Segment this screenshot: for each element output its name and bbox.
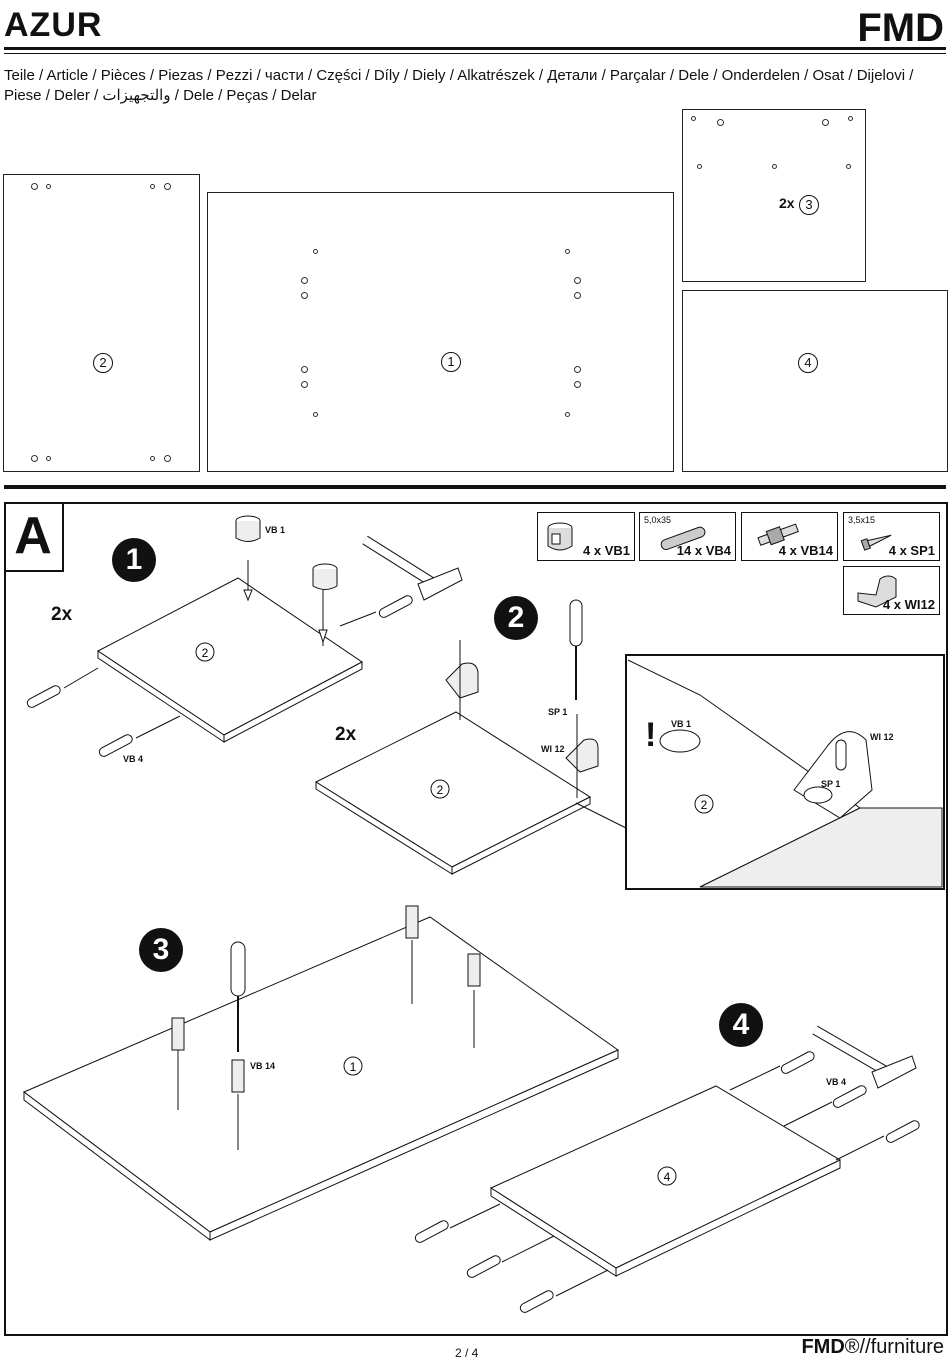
- part-3-qty: 2x: [779, 195, 795, 211]
- assembly-section: [4, 502, 948, 1336]
- detail-inset: 2: [625, 654, 945, 890]
- hole: [31, 455, 38, 462]
- hole: [31, 183, 38, 190]
- part-2-label: 2: [93, 353, 113, 373]
- footer-brand-rest: ®//furniture: [844, 1336, 944, 1358]
- part-3-label: 3: [799, 195, 819, 215]
- product-title: AZUR: [4, 6, 103, 44]
- step-2-badge: 2: [494, 596, 538, 640]
- hole: [574, 381, 581, 388]
- hole: [574, 277, 581, 284]
- parts-heading: Teile / Article / Pièces / Piezas / Pezz…: [4, 67, 914, 104]
- hole: [697, 164, 702, 169]
- svg-text:2: 2: [437, 783, 444, 797]
- hardware-wi12-qty: 4 x WI12: [882, 597, 935, 612]
- hole: [301, 277, 308, 284]
- hardware-vb1: 4 x VB1: [537, 512, 635, 561]
- step-1-badge: 1: [112, 538, 156, 582]
- step-3-badge: 3: [139, 928, 183, 972]
- hole: [46, 456, 51, 461]
- hole: [301, 381, 308, 388]
- cam-lock-icon: [547, 522, 573, 551]
- hole: [691, 116, 696, 121]
- section-divider: [4, 485, 946, 489]
- label-vb4-step4: VB 4: [826, 1077, 847, 1087]
- header-rule: [4, 47, 946, 50]
- footer-brand-bold: FMD: [801, 1336, 845, 1358]
- section-letter: A: [4, 502, 64, 572]
- part-2-panel: 2: [3, 174, 200, 472]
- angle-bracket-icon: [857, 575, 897, 608]
- hole: [46, 184, 51, 189]
- hardware-sp1-size: 3,5x15: [848, 515, 876, 525]
- header-rule-thin: [4, 53, 946, 54]
- cam-bolt-icon: [757, 523, 799, 546]
- hole: [822, 119, 829, 126]
- hole: [164, 183, 171, 190]
- hole: [717, 119, 724, 126]
- hardware-vb1-qty: 4 x VB1: [583, 543, 630, 558]
- svg-text:2: 2: [202, 646, 209, 660]
- step-2-board: 2: [314, 599, 629, 875]
- hardware-vb4-size: 5,0x35: [644, 515, 672, 525]
- label-sp1: SP 1: [548, 707, 568, 717]
- hardware-sp1-qty: 4 x SP1: [888, 543, 935, 558]
- hole: [772, 164, 777, 169]
- part-1-panel: 1: [207, 192, 674, 472]
- dowel-icon: [660, 526, 706, 550]
- hole: [574, 366, 581, 373]
- hardware-vb4: 5,0x35 14 x VB4: [639, 512, 736, 561]
- hole: [565, 249, 570, 254]
- svg-text:2: 2: [701, 798, 708, 812]
- hole: [848, 116, 853, 121]
- brand-logo: FMD: [857, 6, 944, 50]
- label-vb14: VB 14: [250, 1061, 276, 1071]
- hole: [565, 412, 570, 417]
- hole: [574, 292, 581, 299]
- label-vb1-detail: VB 1: [671, 719, 692, 729]
- hardware-vb4-qty: 14 x VB4: [676, 543, 731, 558]
- hole: [301, 292, 308, 299]
- hole: [313, 412, 318, 417]
- hardware-sp1: 3,5x15 4 x SP1: [843, 512, 940, 561]
- footer-brand: FMD®//furniture: [801, 1336, 944, 1359]
- step-3-board: 1: [23, 905, 620, 1242]
- part-3-panel: 2x 3: [682, 109, 866, 282]
- part-4-label: 4: [798, 353, 818, 373]
- part-1-label: 1: [441, 352, 461, 372]
- step-1-board: 2: [26, 515, 463, 757]
- label-wi12: WI 12: [541, 744, 565, 754]
- hole: [313, 249, 318, 254]
- label-vb4: VB 4: [123, 754, 144, 764]
- hole: [150, 184, 155, 189]
- step-2-qty: 2x: [335, 724, 357, 745]
- label-wi12-detail: WI 12: [870, 732, 894, 742]
- hardware-vb14: 4 x VB14: [741, 512, 838, 561]
- label-vb1: VB 1: [265, 525, 286, 535]
- step-1-qty: 2x: [51, 604, 73, 625]
- hole: [301, 366, 308, 373]
- hole: [164, 455, 171, 462]
- hole: [150, 456, 155, 461]
- hole: [846, 164, 851, 169]
- label-sp1-detail: SP 1: [821, 779, 841, 789]
- svg-text:1: 1: [350, 1060, 357, 1074]
- warning-icon: !: [645, 716, 657, 754]
- page-number: 2 / 4: [455, 1346, 479, 1360]
- step-4-badge: 4: [719, 1003, 763, 1047]
- step-4-board: 4: [414, 1025, 920, 1313]
- hardware-wi12: 4 x WI12: [843, 566, 940, 615]
- hardware-vb14-qty: 4 x VB14: [778, 543, 833, 558]
- screw-icon: [860, 534, 892, 551]
- svg-text:4: 4: [664, 1170, 671, 1184]
- part-4-panel: 4: [682, 290, 948, 472]
